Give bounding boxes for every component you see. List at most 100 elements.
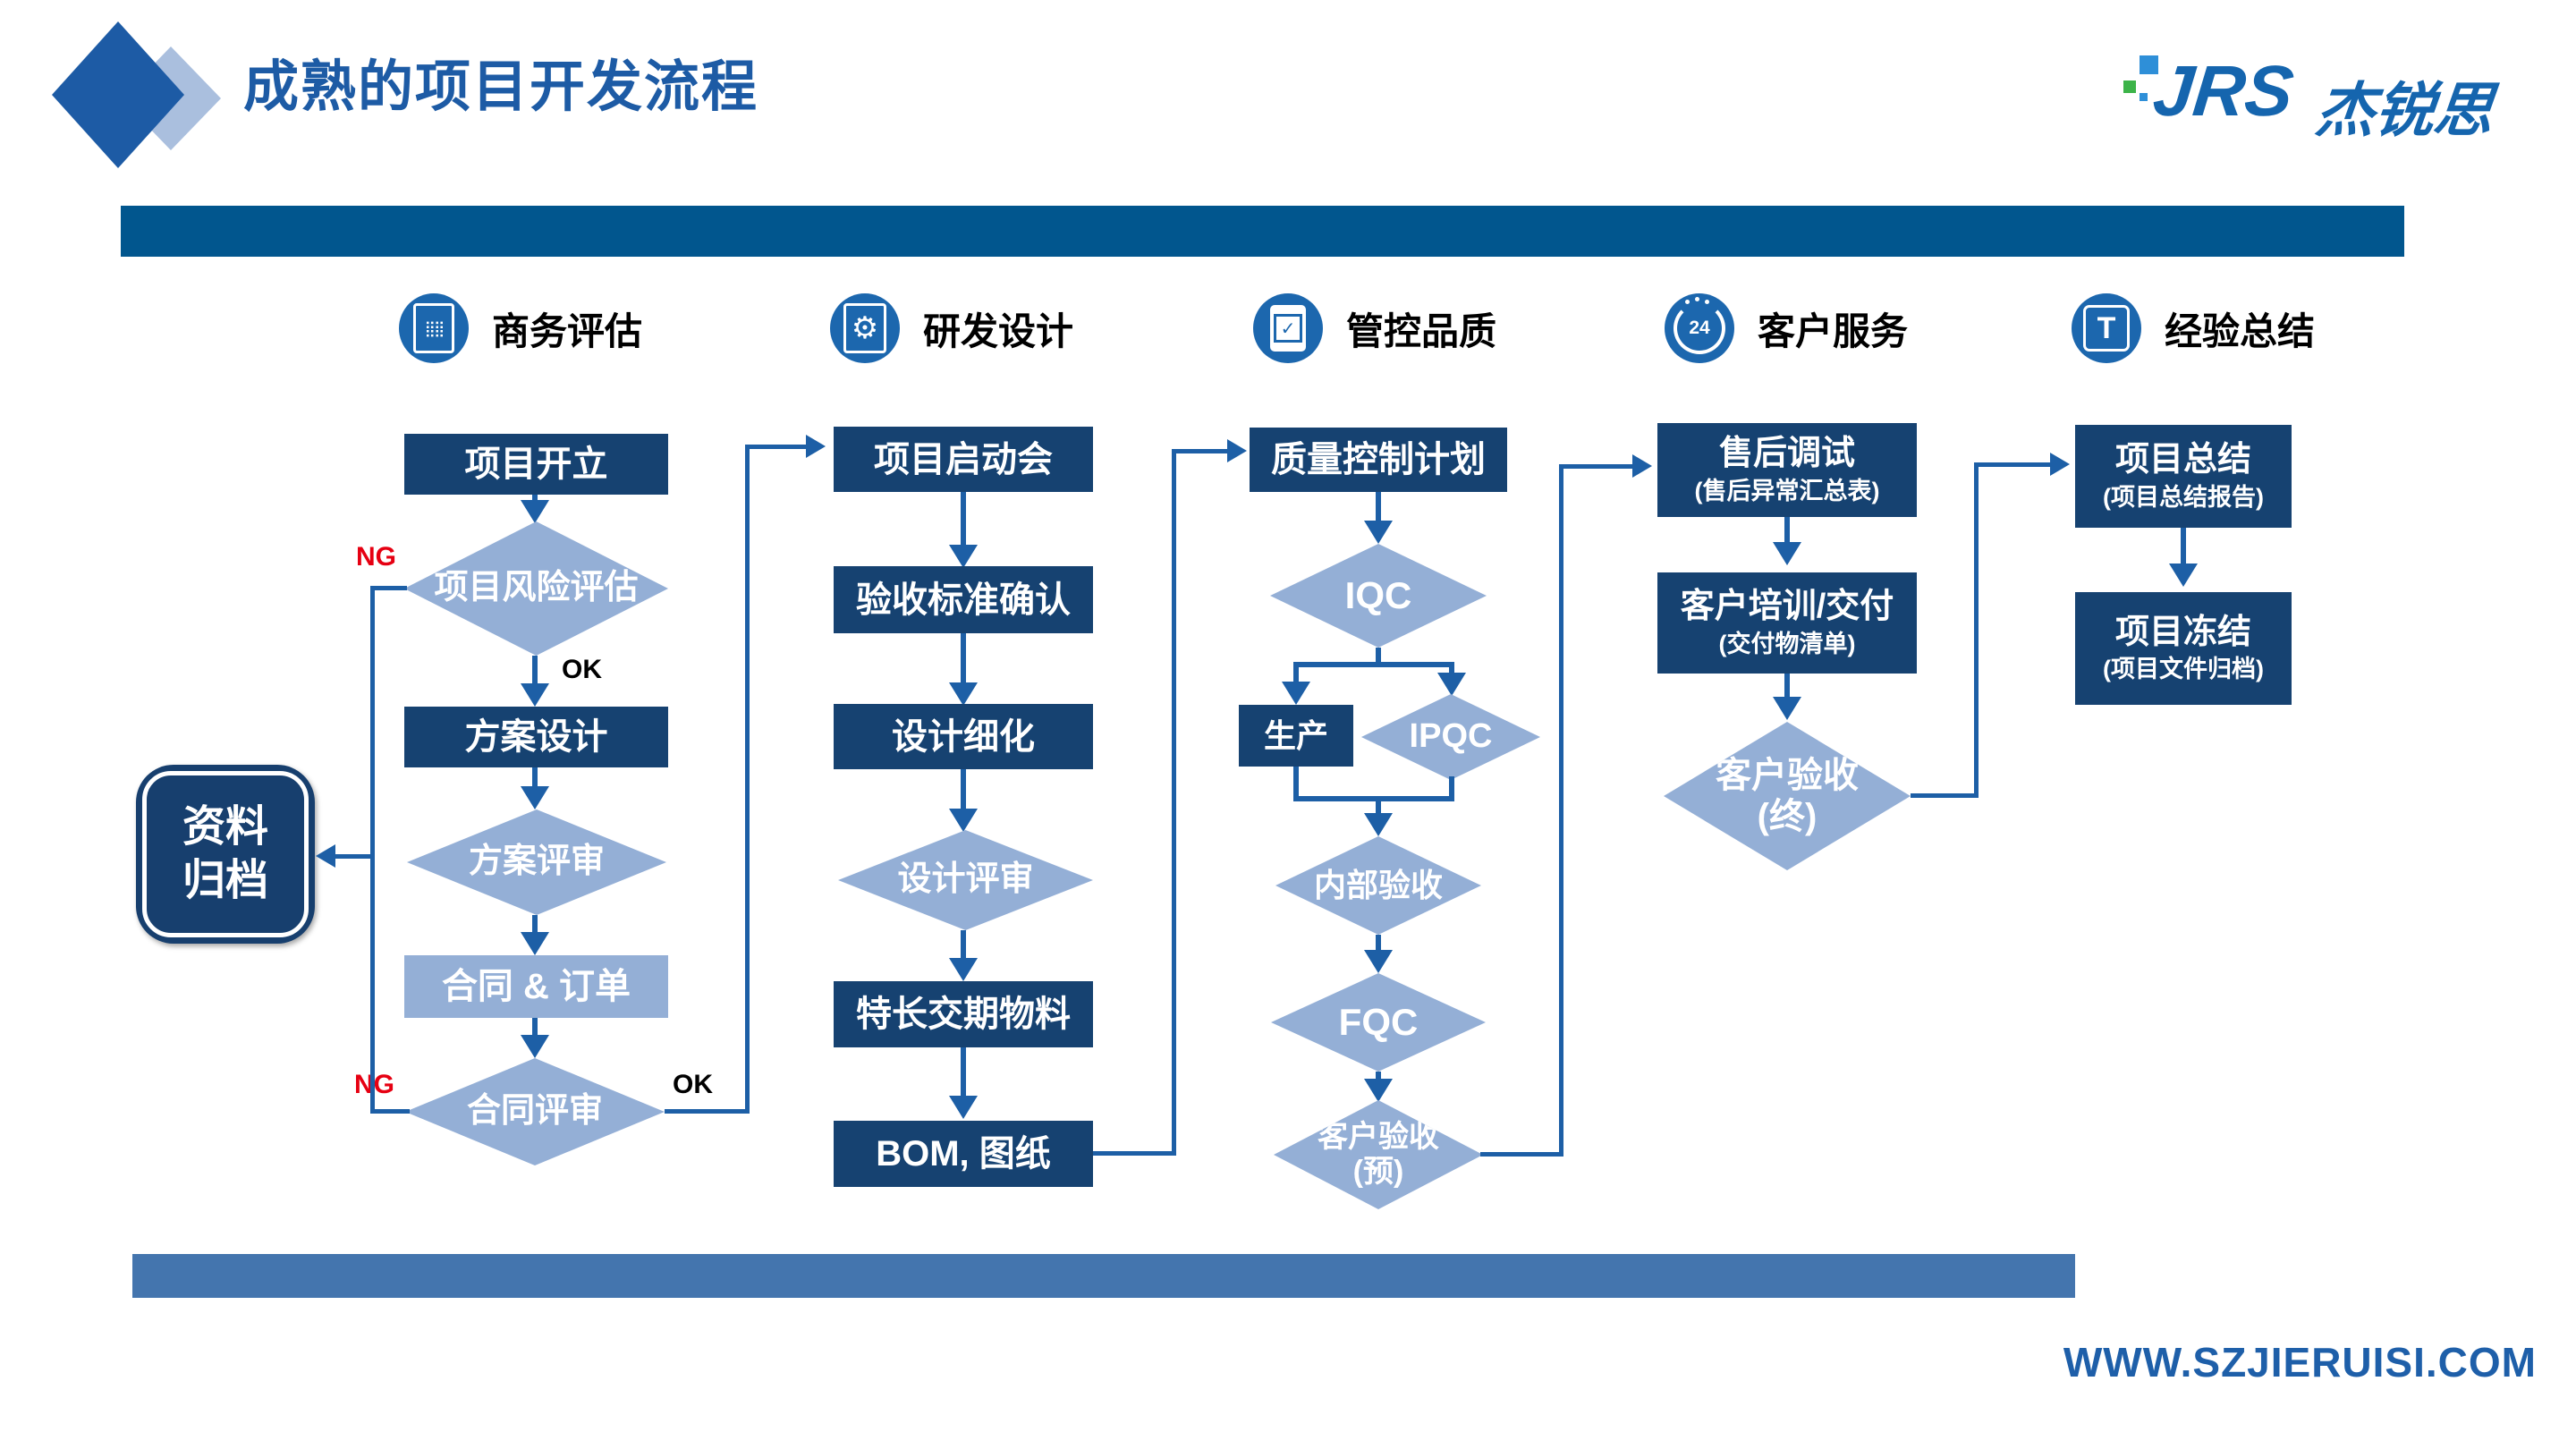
- connector-line: [1559, 464, 1632, 469]
- arrow-down: [521, 786, 549, 809]
- connector-line: [665, 1109, 750, 1114]
- connector-line: [1172, 449, 1227, 453]
- connector-line: [1376, 1072, 1381, 1080]
- connector-line: [2181, 528, 2186, 565]
- gear-icon: ⚙: [830, 293, 900, 363]
- bottom-divider-bar: [132, 1254, 2075, 1298]
- connector-line: [1293, 796, 1454, 801]
- arrow-right: [806, 435, 826, 458]
- arrow-down: [1364, 1079, 1393, 1102]
- connector-line: [1376, 492, 1381, 522]
- arrow-down: [949, 545, 978, 568]
- arrow-down: [2169, 564, 2198, 587]
- node-design-detail: 设计细化: [834, 704, 1093, 769]
- connector-line: [1559, 464, 1563, 1157]
- website-url: WWW.SZJIERUISI.COM: [2063, 1339, 2537, 1385]
- connector-line: [1480, 1152, 1563, 1157]
- connector-line: [1449, 776, 1454, 801]
- arrow-down: [521, 1035, 549, 1058]
- node-acceptance-criteria: 验收标准确认: [834, 566, 1093, 633]
- arrow-down: [949, 958, 978, 981]
- arrow-down: [1364, 950, 1393, 973]
- stage-label: 客户服务: [1758, 309, 1909, 352]
- calculator-icon: ⣿⣿: [399, 293, 469, 363]
- arrow-right: [1227, 439, 1247, 462]
- service-24-icon: 24: [1665, 293, 1734, 363]
- logo-square-green: [2123, 80, 2136, 93]
- arrow-down: [949, 682, 978, 706]
- connector-line: [532, 656, 538, 685]
- connector-line: [961, 633, 966, 687]
- ok-label: OK: [673, 1070, 713, 1099]
- node-project-initiation: 项目开立: [404, 434, 668, 495]
- connector-line: [370, 586, 375, 1114]
- decision-solution-review: 方案评审: [407, 809, 666, 915]
- logo-square-blue: [2140, 55, 2158, 74]
- page-title: 成熟的项目开发流程: [243, 56, 759, 118]
- node-kickoff-meeting: 项目启动会: [834, 427, 1093, 492]
- connector-line: [1376, 935, 1381, 952]
- connector-line: [961, 1047, 966, 1099]
- connector-line: [1911, 793, 1979, 798]
- connector-line: [532, 915, 538, 934]
- arrow-down: [521, 500, 549, 523]
- connector-line: [532, 495, 538, 504]
- decision-internal-acceptance: 内部验收: [1275, 836, 1481, 935]
- decision-customer-acceptance-pre: 客户验收 (预): [1274, 1100, 1483, 1209]
- arrow-down: [1437, 673, 1466, 696]
- stage-label: 商务评估: [492, 309, 643, 352]
- decision-design-review: 设计评审: [838, 830, 1093, 930]
- top-divider-bar: [121, 206, 2404, 257]
- arrow-down: [1773, 542, 1801, 565]
- arrow-down: [1773, 697, 1801, 720]
- connector-line: [1293, 662, 1299, 683]
- ok-label: OK: [562, 655, 602, 684]
- connector-line: [1293, 662, 1454, 667]
- connector-line: [1293, 767, 1299, 801]
- connector-line: [335, 854, 375, 859]
- arrow-right: [1632, 454, 1652, 478]
- node-solution-design: 方案设计: [404, 707, 668, 767]
- logo-abbr: JRS: [2149, 51, 2298, 131]
- connector-line: [1172, 449, 1176, 1156]
- connector-line: [1449, 662, 1454, 674]
- node-after-sales-debug: 售后调试 (售后异常汇总表): [1657, 423, 1917, 517]
- arrow-down: [521, 683, 549, 707]
- connector-line: [961, 492, 966, 548]
- stage-header-business: ⣿⣿ 商务评估: [399, 293, 642, 363]
- connector-line: [1376, 648, 1381, 664]
- connector-line: [1093, 1151, 1176, 1156]
- connector-line: [1784, 517, 1790, 546]
- connector-line: [1376, 796, 1381, 816]
- node-project-summary: 项目总结 (项目总结报告): [2075, 425, 2292, 528]
- connector-line: [1784, 674, 1790, 699]
- arrow-down: [949, 809, 978, 832]
- node-long-leadtime-material: 特长交期物料: [834, 981, 1093, 1047]
- logo-name: 杰锐思: [2312, 77, 2497, 143]
- decision-ipqc: IPQC: [1361, 694, 1540, 780]
- connector-line: [532, 767, 538, 788]
- decision-fqc: FQC: [1271, 973, 1486, 1072]
- stage-header-summary: T 经验总结: [2072, 293, 2315, 363]
- stage-label: 研发设计: [923, 309, 1074, 352]
- connector-line: [532, 1018, 538, 1037]
- connector-line: [961, 930, 966, 962]
- connector-line: [1974, 462, 1979, 798]
- stage-header-service: 24 客户服务: [1665, 293, 1908, 363]
- node-project-freeze: 项目冻结 (项目文件归档): [2075, 592, 2292, 705]
- connector-line: [961, 769, 966, 812]
- arrow-down: [949, 1096, 978, 1119]
- arrow-down: [521, 932, 549, 955]
- logo-square-small: [2140, 93, 2148, 101]
- decision-iqc: IQC: [1270, 544, 1487, 648]
- stage-label: 经验总结: [2165, 309, 2316, 352]
- node-archive: 资料归档: [136, 765, 315, 944]
- connector-line: [745, 445, 750, 1114]
- connector-line: [745, 445, 806, 449]
- connector-line: [1974, 462, 2050, 467]
- decision-risk-assessment: 项目风险评估: [404, 521, 668, 656]
- stage-label: 管控品质: [1346, 309, 1497, 352]
- quality-check-icon: ✓: [1253, 293, 1323, 363]
- node-contract-order: 合同 & 订单: [404, 955, 668, 1018]
